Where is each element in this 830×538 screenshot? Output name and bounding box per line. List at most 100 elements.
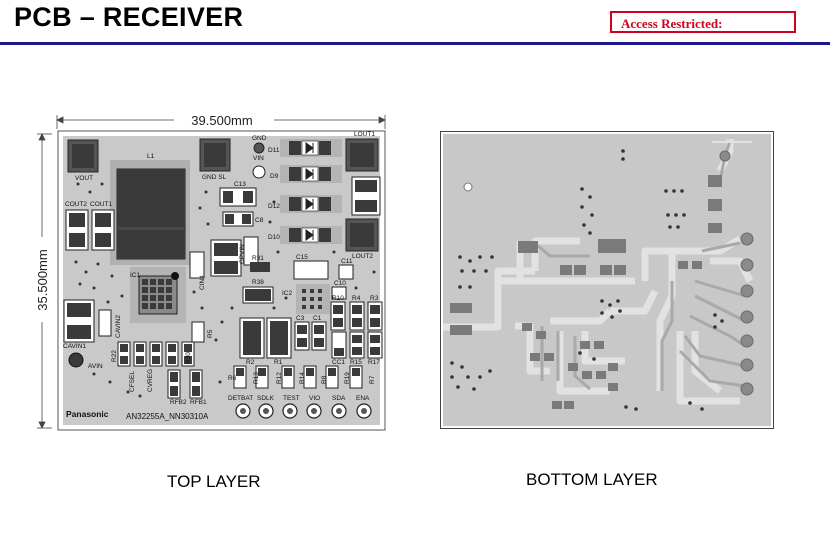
- r38-resistor-body: [245, 289, 271, 301]
- diode-d9: [280, 165, 342, 183]
- cc1-label: CC1: [332, 359, 345, 366]
- cout2-label: COUT2: [65, 201, 87, 208]
- cavin2-label: CAVIN2: [115, 315, 122, 338]
- bottom-pads: [450, 175, 722, 409]
- avin-label: AVIN: [88, 363, 103, 370]
- cavin2-capacitor: [98, 309, 112, 337]
- r30-label: R30: [185, 352, 192, 364]
- cpvin-label: CPVIN: [239, 244, 246, 264]
- r2-label: R2: [246, 359, 255, 366]
- ic2-label: IC2: [282, 290, 293, 297]
- diode-d10: [280, 226, 342, 244]
- r12-label: R12: [276, 372, 283, 384]
- r1-label: R1: [274, 359, 283, 366]
- c13-label: C13: [234, 181, 246, 188]
- r15-label: R15: [350, 359, 362, 366]
- cpvin-pad-b: [214, 261, 238, 274]
- lout1-label: LOUT1: [354, 131, 375, 138]
- c1-label: C1: [313, 315, 322, 322]
- r4-label: R4: [352, 295, 361, 302]
- c15-capacitor: [293, 260, 329, 280]
- title-underline: [0, 42, 830, 45]
- top-layer-caption: TOP LAYER: [167, 472, 261, 491]
- diode-d12: [280, 195, 342, 213]
- test-label: TEST: [283, 395, 300, 402]
- r6-label: R6: [228, 375, 237, 382]
- gnd-testpoint: [253, 142, 265, 154]
- c13-pad-a: [223, 191, 233, 203]
- r10-label: R10: [332, 295, 344, 302]
- ena-label: ENA: [356, 395, 370, 402]
- c13-pad-b: [243, 191, 253, 203]
- r17-label: R17: [368, 359, 380, 366]
- r13-label: R13: [253, 372, 260, 384]
- l1-inductor-top: [117, 169, 185, 227]
- gnd-pad-inner: [204, 143, 226, 167]
- c10-capacitor: [331, 286, 347, 300]
- ic1-pin1-marker: [171, 272, 179, 280]
- height-dimension: [37, 133, 52, 429]
- rfb1-label: RFB1: [190, 399, 207, 406]
- cfsel-label: CFSEL: [129, 371, 136, 392]
- lout1-pad-inner: [350, 143, 374, 167]
- cin4-label: CIN4: [199, 275, 206, 290]
- r5-label: R5: [207, 329, 214, 338]
- top-vias: [74, 182, 376, 398]
- detbat-label: DETBAT: [228, 395, 253, 402]
- sdlk-label: SDLK: [257, 395, 275, 402]
- r31-label: R31: [252, 255, 264, 262]
- r19-label: R19: [344, 372, 351, 384]
- r14-label: R14: [299, 372, 306, 384]
- ic2-pads: [302, 289, 322, 309]
- access-restricted-label: Access Restricted:: [610, 11, 796, 33]
- ic1-label: IC1: [130, 272, 141, 279]
- d10-label: D10: [268, 234, 280, 241]
- cout2-pad-a: [69, 213, 85, 227]
- c8-pad-a: [225, 214, 234, 224]
- lout2-pad-inner: [350, 223, 374, 247]
- c11-capacitor: [338, 264, 354, 280]
- cpvin-pad-a: [214, 243, 238, 256]
- r31-resistor: [250, 262, 270, 272]
- top-layer-diagram: 39.500mm 35.500mm: [34, 112, 394, 437]
- r8-label: R8: [321, 375, 328, 384]
- vout-pad-inner: [72, 144, 94, 168]
- c8-pad-b: [242, 214, 251, 224]
- width-dimension: [56, 115, 386, 129]
- cavin1-label: CAVIN1: [63, 343, 86, 350]
- bottom-edge-pads: [719, 150, 754, 396]
- rfb2-label: RFB2: [170, 399, 187, 406]
- c15-label: C15: [296, 254, 308, 261]
- cout2-pad-b: [69, 233, 85, 247]
- vout-label: VOUT: [75, 175, 93, 182]
- part-number-label: AN32255A_NN30310A: [126, 412, 209, 421]
- l1-inductor-bottom: [117, 230, 185, 259]
- cvreg-label: CVREG: [147, 369, 154, 392]
- page-title: PCB – RECEIVER: [14, 2, 244, 32]
- c14-pad-b: [355, 200, 377, 212]
- c14-pad-a: [355, 180, 377, 192]
- cin4-capacitor: [189, 251, 205, 279]
- height-dimension-label: 35.500mm: [35, 249, 50, 310]
- vin-testpoint: [252, 165, 266, 179]
- c8-label: C8: [255, 217, 264, 224]
- brand-label: Panasonic: [66, 409, 109, 419]
- vio-label: VIO: [309, 395, 320, 402]
- bottom-layer-diagram: [440, 131, 774, 429]
- cout1-pad-b: [95, 233, 111, 247]
- sda-label: SDA: [332, 395, 346, 402]
- bottom-top-trace: [712, 141, 752, 143]
- connector-row-passives: [233, 365, 363, 389]
- cout1-pad-a: [95, 213, 111, 227]
- gnd-label: GND: [252, 135, 267, 142]
- diode-d11: [280, 139, 342, 157]
- c3-label: C3: [296, 315, 305, 322]
- gnd-sl-label: GND SL: [202, 174, 227, 181]
- r38-label: R38: [252, 279, 264, 286]
- l1-label: L1: [147, 153, 155, 160]
- d12-label: D12: [268, 203, 280, 210]
- r3-label: R3: [370, 295, 379, 302]
- avin-testpoint: [68, 352, 84, 368]
- c10-label: C10: [334, 280, 346, 287]
- bottom-vias: [450, 149, 724, 411]
